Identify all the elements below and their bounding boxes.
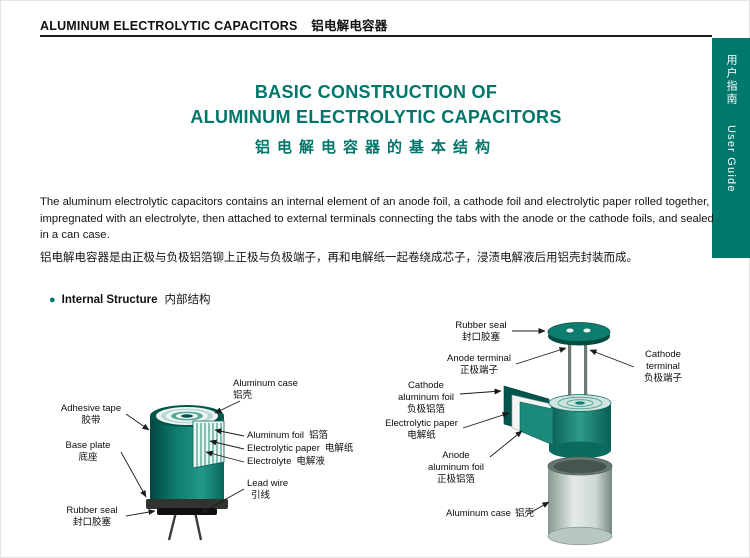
label-exploded-anode-foil: Anode aluminum foil 正极铝箔 — [424, 450, 488, 486]
label-text-zh: 封口胶塞 — [461, 332, 500, 343]
label-exploded-cathode-terminal: Cathode terminal 负极端子 — [637, 349, 689, 385]
arrow-cutaway-aluminum-case — [214, 400, 241, 414]
label-text-en: Rubber seal — [455, 320, 507, 331]
label-text-zh: 电解纸 — [407, 430, 436, 441]
label-exploded-cathode-foil: Cathode aluminum foil 负极铝箔 — [394, 380, 458, 416]
label-text-zh: 电解液 — [296, 456, 325, 467]
label-text-zh: 负极铝箔 — [406, 404, 445, 415]
rubber-seal-disc — [547, 322, 611, 342]
label-text-zh: 封口胶塞 — [72, 517, 111, 528]
label-cutaway-aluminum-case: Aluminum case 铝壳 — [233, 378, 298, 402]
label-text-en: Rubber seal — [66, 505, 118, 516]
title-block: BASIC CONSTRUCTION OF ALUMINUM ELECTROLY… — [40, 80, 712, 157]
label-exploded-rubber-seal: Rubber seal 封口胶塞 — [452, 320, 510, 344]
arrow-cutaway-electrolytic-paper — [209, 439, 245, 450]
label-cutaway-base-plate: Base plate 底座 — [57, 440, 119, 464]
label-text-zh: 负极端子 — [643, 373, 682, 384]
section-title-en: Internal Structure — [61, 294, 158, 306]
page-header-title-en: ALUMINUM ELECTROLYTIC CAPACITORS — [40, 19, 298, 33]
label-cutaway-electrolyte: Electrolyte 电解液 — [247, 455, 353, 468]
aluminum-can-body — [548, 466, 612, 536]
label-cutaway-layer-group: Aluminum foil 铝箔 Electrolytic paper 电解纸 El… — [247, 429, 353, 468]
label-text-en: Cathode aluminum foil — [398, 380, 454, 403]
section-heading: ● Internal Structure 内部结构 — [49, 291, 211, 307]
anode-foil-sheet — [519, 401, 554, 446]
label-text-en: Electrolytic paper — [385, 418, 458, 429]
section-title-zh: 内部结构 — [164, 294, 211, 306]
label-text-en: Adhesive tape — [60, 403, 122, 414]
arrow-cutaway-adhesive-tape — [125, 413, 150, 431]
intro-paragraph-zh: 铝电解电容器是由正极与负极铝箔铆上正极与负极端子，再和电解纸一起卷绕成芯子，浸渍… — [40, 251, 638, 264]
label-text-en: Base plate — [65, 440, 111, 451]
label-text-zh: 底座 — [78, 452, 98, 463]
label-text-en: Anode terminal — [447, 353, 511, 364]
label-text-zh: 电解纸 — [324, 443, 354, 454]
arrow-exploded-cathode-foil — [459, 388, 502, 395]
label-text-en: Aluminum foil — [247, 430, 305, 441]
label-text-zh: 铝壳 — [233, 390, 253, 401]
label-text-zh: 胶带 — [81, 415, 101, 426]
label-text-en: Electrolyte — [247, 456, 292, 467]
label-cutaway-adhesive-tape: Adhesive tape 胶带 — [57, 403, 125, 427]
lead-wire-left — [167, 511, 178, 541]
arrow-cutaway-electrolyte — [205, 450, 245, 463]
arrow-exploded-electrolytic-paper — [462, 412, 510, 429]
label-text-en: Aluminum case — [233, 378, 298, 389]
arrow-cutaway-lead-wire — [200, 488, 245, 514]
title-line-zh: 铝电解电容器的基本结构 — [254, 139, 497, 156]
label-text-zh: 铝箔 — [309, 430, 329, 441]
label-text-zh: 铝壳 — [514, 508, 534, 519]
anode-terminal-pin — [568, 341, 572, 401]
arrow-cutaway-base-plate — [120, 451, 147, 498]
header-rule — [40, 35, 712, 37]
title-line-2: ALUMINUM ELECTROLYTIC CAPACITORS — [190, 107, 562, 127]
label-text-en: Cathode terminal — [645, 349, 681, 372]
label-cutaway-lead-wire: Lead wire 引线 — [247, 478, 288, 502]
bullet-icon: ● — [49, 294, 56, 306]
arrow-cutaway-aluminum-foil — [214, 428, 245, 437]
cathode-terminal-pin — [584, 341, 588, 401]
label-cutaway-aluminum-foil: Aluminum foil 铝箔 — [247, 429, 353, 442]
page-header-title-zh: 铝电解电容器 — [311, 19, 388, 33]
arrow-exploded-anode-foil — [489, 430, 523, 458]
arrow-exploded-anode-terminal — [515, 347, 567, 365]
label-text-en: Lead wire — [247, 478, 289, 489]
side-tab-user-guide[interactable]: 用户指南 User Guide — [712, 38, 750, 258]
arrow-cutaway-rubber-seal — [125, 509, 156, 517]
side-tab-label-zh: 用户指南 — [725, 54, 737, 106]
label-cutaway-electrolytic-paper: Electrolytic paper 电解纸 — [247, 442, 353, 455]
cutaway-capacitor-drawing — [146, 405, 228, 541]
label-text-zh: 正极铝箔 — [436, 474, 475, 485]
label-text-zh: 正极端子 — [459, 365, 498, 376]
label-text-en: Aluminum case — [446, 508, 511, 519]
side-tab-label-en: User Guide — [725, 125, 737, 193]
label-cutaway-rubber-seal: Rubber seal 封口胶塞 — [60, 505, 124, 529]
base-plate-shape — [146, 499, 228, 509]
lead-wire-right — [193, 511, 203, 541]
label-text-en: Electrolytic paper — [247, 443, 320, 454]
label-text-en: Anode aluminum foil — [428, 450, 484, 473]
label-text-zh: 引线 — [251, 490, 271, 501]
label-exploded-anode-terminal: Anode terminal 正极端子 — [444, 353, 514, 377]
title-line-1: BASIC CONSTRUCTION OF — [254, 82, 498, 102]
arrow-exploded-aluminum-case — [527, 501, 550, 515]
intro-paragraph-en: The aluminum electrolytic capacitors con… — [40, 196, 714, 242]
arrow-exploded-cathode-terminal — [589, 349, 635, 368]
page-header: ALUMINUM ELECTROLYTIC CAPACITORS 铝电解电容器 — [40, 15, 387, 34]
label-exploded-electrolytic-paper: Electrolytic paper 电解纸 — [382, 418, 461, 442]
exploded-capacitor-drawing — [503, 322, 613, 546]
